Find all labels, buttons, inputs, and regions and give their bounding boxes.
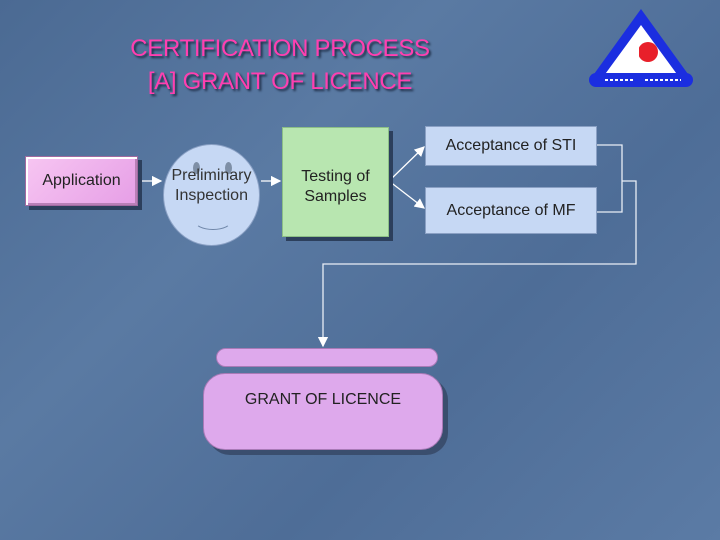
page-title: CERTIFICATION PROCESS [A] GRANT OF LICEN… bbox=[90, 32, 470, 98]
application-box: Application bbox=[25, 156, 138, 206]
acceptance-sti-box: Acceptance of STI bbox=[425, 126, 597, 166]
acceptance-sti-label: Acceptance of STI bbox=[445, 137, 577, 154]
acceptance-mf-box: Acceptance of MF bbox=[425, 187, 597, 234]
testing-label-line-1: Testing of bbox=[301, 168, 370, 185]
grant-of-licence-box: GRANT OF LICENCE bbox=[203, 373, 443, 450]
eye-icon bbox=[225, 162, 232, 174]
inspection-label: Preliminary Inspection bbox=[164, 166, 259, 206]
title-line-2: [A] GRANT OF LICENCE bbox=[147, 68, 413, 95]
inspection-label-line-2: Inspection bbox=[175, 187, 248, 204]
preliminary-inspection-oval: Preliminary Inspection bbox=[163, 144, 260, 246]
title-line-1: CERTIFICATION PROCESS bbox=[130, 35, 430, 62]
grant-licence-lid bbox=[216, 348, 438, 367]
application-label: Application bbox=[42, 172, 121, 189]
eye-icon bbox=[193, 162, 200, 174]
bis-logo-icon bbox=[589, 9, 693, 87]
grant-of-licence-label: GRANT OF LICENCE bbox=[244, 391, 402, 408]
testing-label-line-2: Samples bbox=[304, 188, 367, 205]
testing-of-samples-box: Testing of Samples bbox=[282, 127, 389, 237]
inspection-label-line-1: Preliminary bbox=[171, 167, 252, 184]
acceptance-mf-label: Acceptance of MF bbox=[446, 201, 576, 219]
smile-icon bbox=[194, 211, 232, 230]
